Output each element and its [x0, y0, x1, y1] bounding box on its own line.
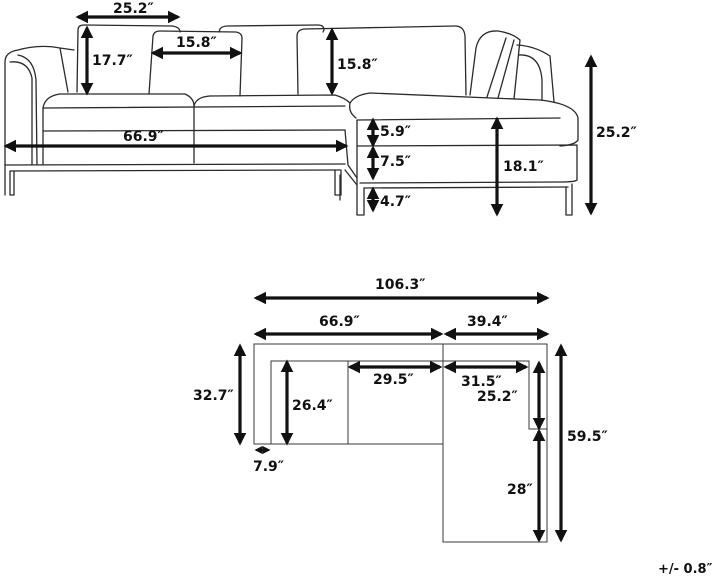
front-small-cushion-width-label: 15.8″ [176, 35, 217, 51]
front-seat-height-label: 18.1″ [503, 159, 544, 175]
top-chaise-total-length-label: 59.5″ [567, 429, 608, 445]
front-back-cushion-height-label: 17.7″ [92, 53, 133, 69]
top-sofa-section-width-label: 66.9″ [319, 314, 360, 330]
top-chaise-seat-length-label: 28″ [507, 482, 533, 498]
front-base-thickness-label: 7.5″ [380, 154, 412, 170]
top-seat-width-sofa-label: 29.5″ [373, 372, 414, 388]
top-chaise-arm-length-label: 25.2″ [477, 389, 518, 405]
tolerance-note: +/- 0.8″ [658, 562, 713, 577]
front-back-cushion-width-label: 25.2″ [113, 1, 154, 17]
top-arm-width-label: 7.9″ [253, 459, 285, 475]
top-seat-width-chaise-label: 31.5″ [461, 374, 502, 390]
front-sofa-width-label: 66.9″ [123, 129, 164, 145]
top-view-dimension-arrows [233, 291, 568, 543]
front-total-height-label: 25.2″ [596, 125, 637, 141]
front-view-dimension-arrows [3, 10, 598, 217]
top-total-width-label: 106.3″ [375, 277, 426, 293]
top-depth-label: 32.7″ [193, 388, 234, 404]
front-seat-cushion-thickness-label: 5.9″ [380, 124, 412, 140]
front-small-cushion-height-label: 15.8″ [337, 57, 378, 73]
top-chaise-section-width-label: 39.4″ [467, 314, 508, 330]
top-seat-depth-label: 26.4″ [292, 398, 333, 414]
front-view-drawing [4, 24, 579, 216]
front-leg-height-label: 4.7″ [380, 194, 412, 210]
